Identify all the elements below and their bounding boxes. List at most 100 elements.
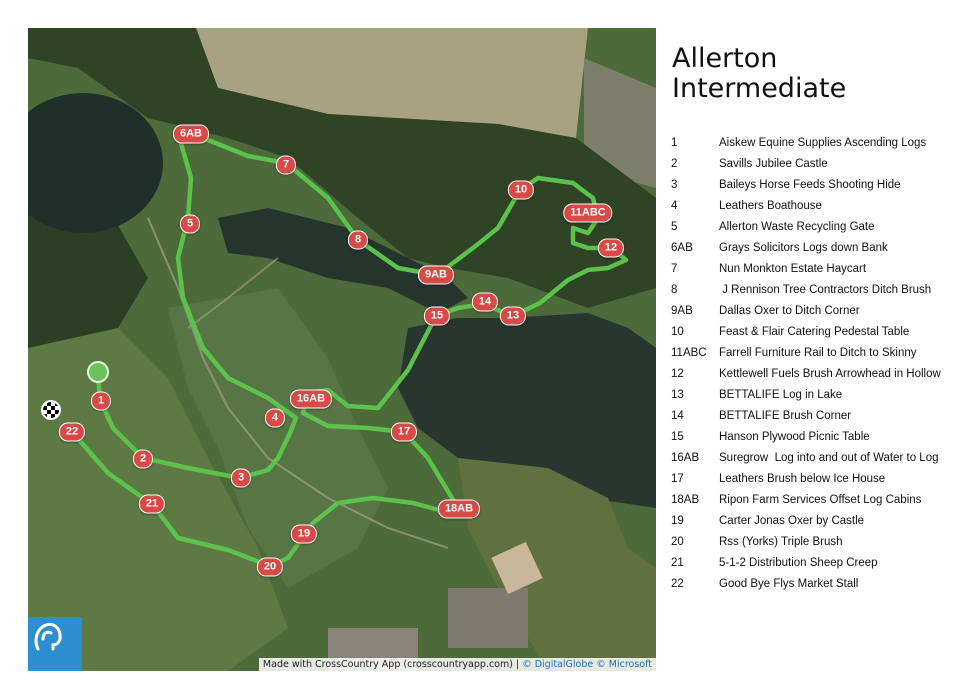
course-title: Allerton Intermediate	[672, 44, 846, 104]
legend-fence-number: 19	[671, 514, 684, 527]
fence-marker-5[interactable]: 5	[179, 214, 201, 234]
fence-marker-12[interactable]: 12	[597, 238, 625, 258]
legend-row: 16AB Suregrow Log into and out of Water t…	[671, 447, 971, 468]
legend-fence-number: 10	[671, 325, 684, 338]
legend-fence-number: 9AB	[671, 304, 693, 317]
fence-marker-15[interactable]: 15	[423, 306, 451, 326]
legend-row: 8 J Rennison Tree Contractors Ditch Brus…	[671, 279, 971, 300]
legend-row: 20 Rss (Yorks) Triple Brush	[671, 531, 971, 552]
legend-row: 3 Baileys Horse Feeds Shooting Hide	[671, 174, 971, 195]
legend-fence-number: 8	[671, 283, 678, 296]
fence-marker-22[interactable]: 22	[58, 422, 86, 442]
legend-fence-name: Feast & Flair Catering Pedestal Table	[719, 325, 910, 338]
legend-row: 13 BETTALIFE Log in Lake	[671, 384, 971, 405]
fence-marker-2[interactable]: 2	[132, 449, 154, 469]
legend-fence-number: 22	[671, 577, 684, 590]
legend-row: 15 Hanson Plywood Picnic Table	[671, 426, 971, 447]
fence-marker-14[interactable]: 14	[471, 292, 499, 312]
legend-fence-number: 16AB	[671, 451, 700, 464]
legend-fence-name: Rss (Yorks) Triple Brush	[719, 535, 843, 548]
legend-row: 12 Kettlewell Fuels Brush Arrowhead in Ho…	[671, 363, 971, 384]
fence-marker-21[interactable]: 21	[138, 494, 166, 514]
fence-marker-19[interactable]: 19	[290, 524, 318, 544]
legend-fence-name: Suregrow Log into and out of Water to Lo…	[719, 451, 939, 464]
fence-marker-4[interactable]: 4	[264, 408, 286, 428]
fence-marker-16ab[interactable]: 16AB	[289, 389, 333, 409]
horse-head-logo-icon	[34, 622, 62, 651]
fence-marker-3[interactable]: 3	[230, 468, 252, 488]
fence-marker-17[interactable]: 17	[390, 422, 418, 442]
legend-fence-number: 4	[671, 199, 678, 212]
legend-row: 2 Savills Jubilee Castle	[671, 153, 971, 174]
legend-fence-name: BETTALIFE Log in Lake	[719, 388, 843, 401]
fence-marker-9ab[interactable]: 9AB	[417, 265, 455, 285]
legend-fence-number: 13	[671, 388, 684, 401]
legend-fence-number: 1	[671, 136, 678, 149]
legend-fence-number: 20	[671, 535, 684, 548]
legend-fence-number: 17	[671, 472, 684, 485]
legend-fence-name: Leathers Brush below Ice House	[719, 472, 886, 485]
legend-fence-number: 21	[671, 556, 684, 569]
fence-legend: 1 Aiskew Equine Supplies Ascending Logs 2…	[671, 132, 971, 594]
fence-marker-8[interactable]: 8	[347, 230, 369, 250]
course-level: Intermediate	[672, 73, 847, 104]
legend-fence-name: Good Bye Flys Market Stall	[719, 577, 859, 590]
crosscountry-app-logo-icon[interactable]	[28, 617, 82, 671]
legend-row: 14 BETTALIFE Brush Corner	[671, 405, 971, 426]
legend-row: 17 Leathers Brush below Ice House	[671, 468, 971, 489]
legend-fence-name: J Rennison Tree Contractors Ditch Brush	[719, 283, 932, 296]
legend-fence-name: Ripon Farm Services Offset Log Cabins	[719, 493, 922, 506]
legend-row: 7 Nun Monkton Estate Haycart	[671, 258, 971, 279]
legend-fence-name: Allerton Waste Recycling Gate	[719, 220, 875, 233]
legend-fence-number: 15	[671, 430, 684, 443]
legend-row: 21 5-1-2 Distribution Sheep Creep	[671, 552, 971, 573]
course-venue: Allerton	[672, 43, 778, 74]
legend-fence-name: Grays Solicitors Logs down Bank	[719, 241, 888, 254]
fence-marker-13[interactable]: 13	[499, 306, 527, 326]
legend-row: 6AB Grays Solicitors Logs down Bank	[671, 237, 971, 258]
legend-fence-number: 11ABC	[671, 346, 707, 359]
fence-marker-10[interactable]: 10	[507, 180, 535, 200]
legend-fence-name: Kettlewell Fuels Brush Arrowhead in Holl…	[719, 367, 941, 380]
legend-row: 18AB Ripon Farm Services Offset Log Cabin…	[671, 489, 971, 510]
legend-fence-name: 5-1-2 Distribution Sheep Creep	[719, 556, 878, 569]
legend-row: 10 Feast & Flair Catering Pedestal Table	[671, 321, 971, 342]
legend-row: 11ABC Farrell Furniture Rail to Ditch to …	[671, 342, 971, 363]
legend-row: 4 Leathers Boathouse	[671, 195, 971, 216]
legend-fence-name: Savills Jubilee Castle	[719, 157, 828, 170]
legend-fence-name: Baileys Horse Feeds Shooting Hide	[719, 178, 901, 191]
fence-marker-7[interactable]: 7	[275, 155, 297, 175]
fence-marker-20[interactable]: 20	[256, 557, 284, 577]
course-route	[70, 130, 629, 569]
legend-fence-name: Hanson Plywood Picnic Table	[719, 430, 870, 443]
legend-row: 22 Good Bye Flys Market Stall	[671, 573, 971, 594]
legend-row: 1 Aiskew Equine Supplies Ascending Logs	[671, 132, 971, 153]
legend-fence-name: Farrell Furniture Rail to Ditch to Skinn…	[719, 346, 917, 359]
legend-row: 19 Carter Jonas Oxer by Castle	[671, 510, 971, 531]
legend-fence-number: 18AB	[671, 493, 700, 506]
start-point-icon	[87, 361, 109, 383]
fence-marker-18ab[interactable]: 18AB	[437, 499, 481, 519]
legend-fence-number: 5	[671, 220, 678, 233]
imagery-provider-link[interactable]: © DigitalGlobe © Microsoft	[522, 659, 652, 670]
legend-fence-number: 7	[671, 262, 678, 275]
legend-row: 5 Allerton Waste Recycling Gate	[671, 216, 971, 237]
legend-fence-name: Leathers Boathouse	[719, 199, 822, 212]
legend-fence-number: 2	[671, 157, 678, 170]
legend-fence-number: 6AB	[671, 241, 693, 254]
course-map[interactable]: 1 2 3 4 5 6AB 7 8 9AB 10 11ABC 12 13 14 …	[28, 28, 656, 671]
legend-fence-name: BETTALIFE Brush Corner	[719, 409, 852, 422]
fence-marker-1[interactable]: 1	[90, 391, 112, 411]
finish-flag-icon	[41, 400, 61, 420]
map-attribution: Made with CrossCountry App (crosscountry…	[258, 658, 656, 671]
legend-fence-number: 3	[671, 178, 678, 191]
legend-fence-name: Aiskew Equine Supplies Ascending Logs	[719, 136, 927, 149]
fence-marker-6ab[interactable]: 6AB	[172, 124, 210, 144]
fence-marker-11abc[interactable]: 11ABC	[563, 203, 613, 223]
legend-fence-name: Nun Monkton Estate Haycart	[719, 262, 867, 275]
legend-fence-name: Carter Jonas Oxer by Castle	[719, 514, 865, 527]
attribution-text: Made with CrossCountry App (crosscountry…	[262, 659, 523, 670]
legend-fence-number: 14	[671, 409, 684, 422]
legend-fence-number: 12	[671, 367, 684, 380]
